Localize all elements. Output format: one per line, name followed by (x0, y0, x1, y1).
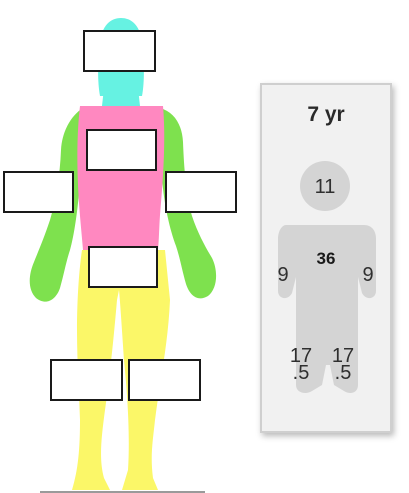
card-right-leg-value-line1: 17 (331, 345, 355, 367)
card-left-leg-value-line2: .5 (292, 362, 310, 384)
right-arm-label-box[interactable] (165, 171, 237, 213)
chest-label-box[interactable] (86, 129, 157, 171)
card-left-arm-value: 9 (277, 264, 289, 286)
card-left-leg-value: 17 .5 (284, 345, 318, 384)
card-figure-head (300, 161, 350, 211)
age-label: 7 yr (307, 103, 345, 126)
card-left-leg-value-line1: 17 (289, 345, 313, 367)
head-label-box[interactable] (83, 30, 156, 72)
card-head-value: 11 (314, 176, 336, 198)
reference-card: 7 yr 11 36 9 9 17 .5 17 .5 (260, 83, 392, 433)
left-arm-label-box[interactable] (3, 171, 74, 213)
card-figure-body (278, 225, 376, 393)
card-right-leg-value: 17 .5 (326, 345, 360, 384)
legs-region (72, 250, 170, 490)
left-leg-label-box[interactable] (50, 359, 123, 401)
card-trunk-value: 36 (316, 249, 336, 268)
right-leg-label-box[interactable] (128, 359, 201, 401)
card-figure (278, 161, 376, 393)
torso-region (77, 106, 165, 250)
abdomen-label-box[interactable] (88, 246, 158, 288)
card-right-leg-value-line2: .5 (334, 362, 352, 384)
card-right-arm-value: 9 (362, 264, 374, 286)
